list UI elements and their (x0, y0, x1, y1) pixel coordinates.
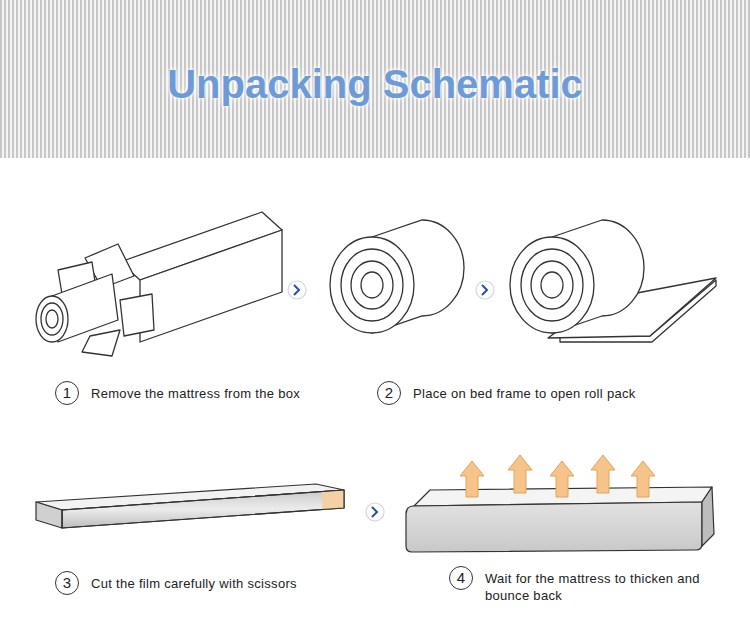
step: 4 Wait for the mattress to thicken and bo… (449, 566, 725, 604)
roll-illustration (330, 220, 464, 333)
step-number: 3 (55, 571, 79, 595)
step-number: 1 (55, 381, 79, 405)
box-illustration (36, 212, 282, 356)
step: 2 Place on bed frame to open roll pack (377, 381, 636, 405)
step-caption: Place on bed frame to open roll pack (413, 385, 636, 402)
step-number: 4 (449, 566, 473, 590)
step-caption: Remove the mattress from the box (91, 385, 300, 402)
step-number: 2 (377, 381, 401, 405)
page-title: Unpacking Schematic (0, 62, 750, 107)
step-caption: Wait for the mattress to thicken and bou… (485, 570, 725, 604)
step-caption: Cut the film carefully with scissors (91, 575, 297, 592)
step: 1 Remove the mattress from the box (55, 381, 300, 405)
unrolling-illustration (510, 220, 716, 342)
flat-mattress (36, 484, 344, 528)
step: 3 Cut the film carefully with scissors (55, 571, 297, 595)
rise-arrow (460, 455, 655, 497)
striped-banner (0, 0, 750, 158)
